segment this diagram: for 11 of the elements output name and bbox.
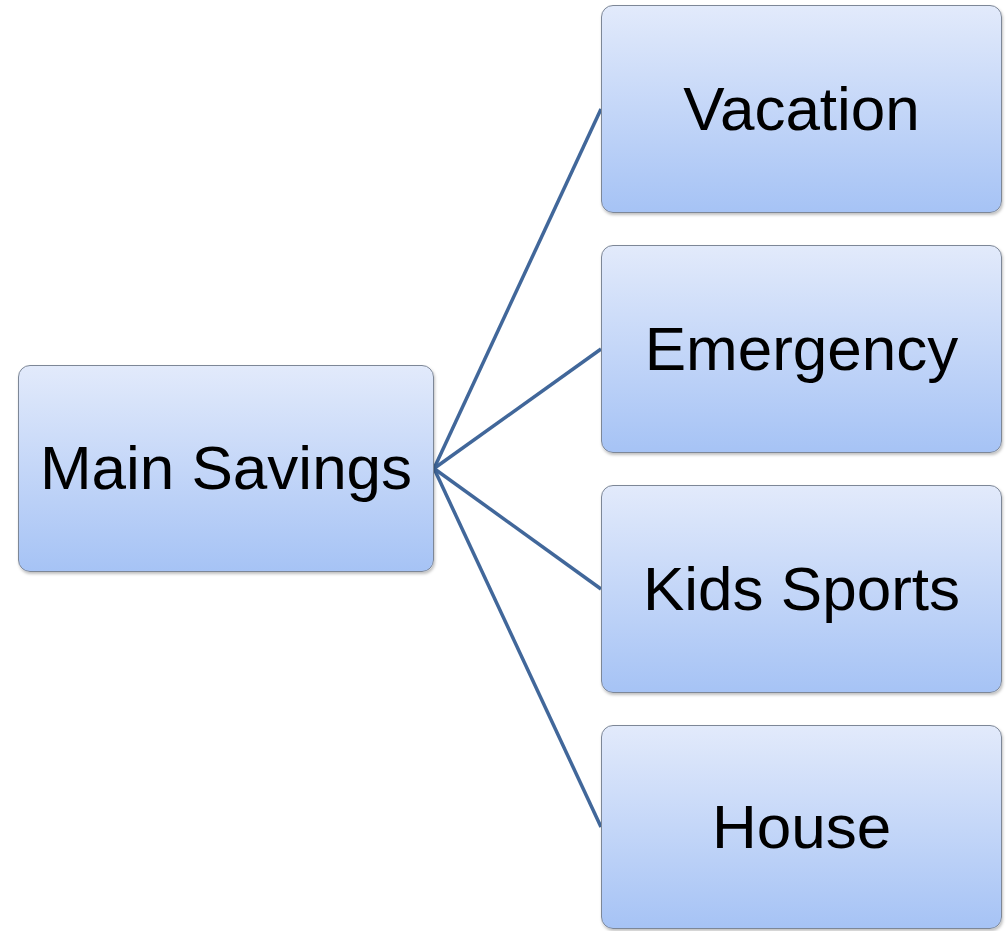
savings-box [601,245,1002,453]
connector-line [433,347,602,470]
savings-box [601,725,1002,929]
savings-box [18,365,434,572]
box-label: Emergency [644,314,959,384]
savings-box [601,485,1002,693]
box-label: Main Savings [39,434,413,503]
box-label: House [711,792,892,862]
savings-box [601,5,1002,213]
box-label: Kids Sports [643,554,960,624]
box-label: Vacation [683,74,920,144]
